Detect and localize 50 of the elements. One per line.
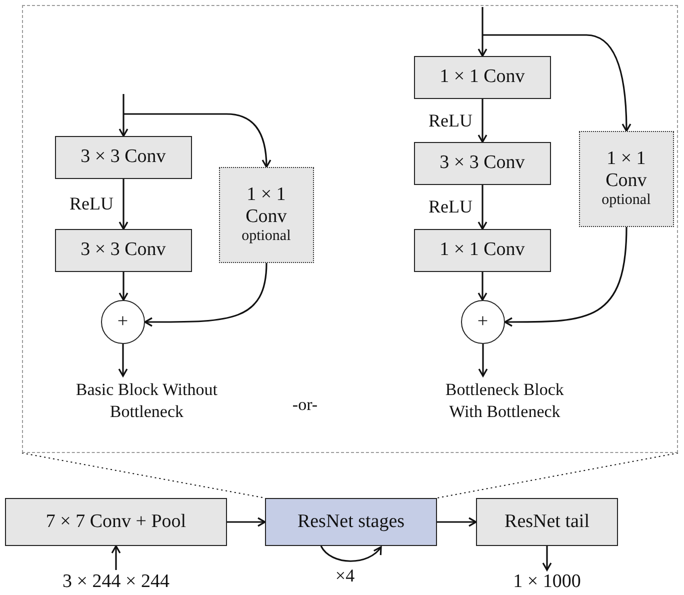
- arrow: [437, 517, 477, 527]
- layer-label: 1 × 1 Conv: [244, 184, 288, 228]
- tensor-shape-label: 1 × 1000: [497, 570, 597, 594]
- layer-box: [5, 498, 227, 546]
- layer-label: ResNet tail: [504, 511, 590, 533]
- arrow: [227, 517, 266, 527]
- layer-box: [476, 498, 618, 546]
- arrow: [478, 7, 488, 57]
- layer-box: [414, 142, 551, 185]
- layer-label: 1 × 1 Conv: [604, 148, 648, 192]
- zoom-line: [436, 452, 678, 498]
- arrow: [478, 272, 488, 301]
- arrow: [118, 94, 128, 137]
- block-detail-panel: [22, 5, 678, 453]
- arrow: [123, 113, 272, 168]
- layer-label: 3 × 3 Conv: [80, 146, 166, 168]
- arrow: [118, 344, 128, 377]
- layer-label: +: [117, 310, 128, 333]
- optional-layer-box: [218, 166, 314, 263]
- arrow: [144, 262, 268, 327]
- layer-label: 1 × 1 Conv: [440, 239, 525, 262]
- loop-arrow: [320, 546, 382, 562]
- layer-label: +: [477, 310, 488, 333]
- layer-label: 3 × 3 Conv: [440, 152, 525, 174]
- arrow: [504, 226, 628, 327]
- arrow: [118, 272, 128, 301]
- arrow: [483, 34, 632, 132]
- arrow: [478, 185, 488, 230]
- layer-label: 7 × 7 Conv + Pool: [46, 511, 186, 533]
- separator-label: -or-: [292, 394, 318, 416]
- note-text: optional: [602, 192, 651, 210]
- note-text: optional: [242, 228, 291, 246]
- arrow: [478, 344, 488, 377]
- layer-label: 1 × 1 Conv: [440, 66, 525, 88]
- tensor-shape-label: 3 × 244 × 244: [36, 570, 196, 594]
- layer-box: [414, 228, 551, 272]
- arrow: [118, 179, 128, 230]
- arrow: [478, 99, 488, 143]
- layer-box: [54, 228, 192, 272]
- block-caption: Basic Block Without Bottleneck: [70, 376, 223, 426]
- layer-box: [54, 136, 192, 179]
- block-caption: Bottleneck Block With Bottleneck: [428, 376, 581, 426]
- stage-box: [265, 498, 437, 546]
- zoom-line: [22, 452, 266, 498]
- layer-label: 3 × 3 Conv: [80, 239, 166, 262]
- layer-label: ResNet stages: [297, 511, 405, 533]
- arrow: [111, 545, 121, 570]
- arrow: [542, 546, 552, 571]
- layer-box: [414, 56, 551, 99]
- optional-layer-box: [578, 130, 674, 227]
